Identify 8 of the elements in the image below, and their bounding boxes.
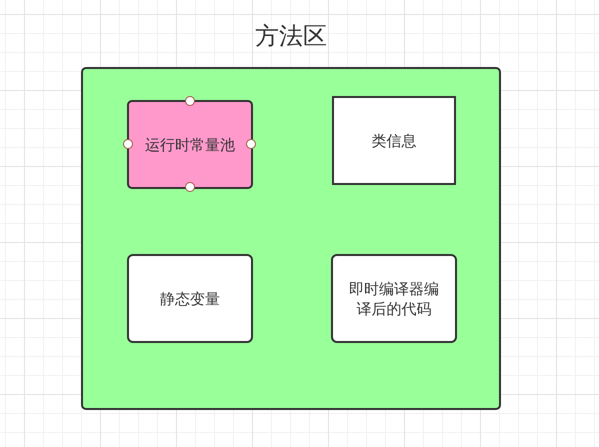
class-info-box [332,96,456,185]
static-vars-box [127,254,253,343]
box-label: 即时编译器编译后的代码 [348,278,440,318]
area-heading: 方法区 [254,22,328,50]
box-label: 运行时常量池 [145,134,235,154]
box-label: 静态变量 [160,288,220,308]
jit-code-box [331,254,457,343]
box-label: 类信息 [372,130,416,150]
